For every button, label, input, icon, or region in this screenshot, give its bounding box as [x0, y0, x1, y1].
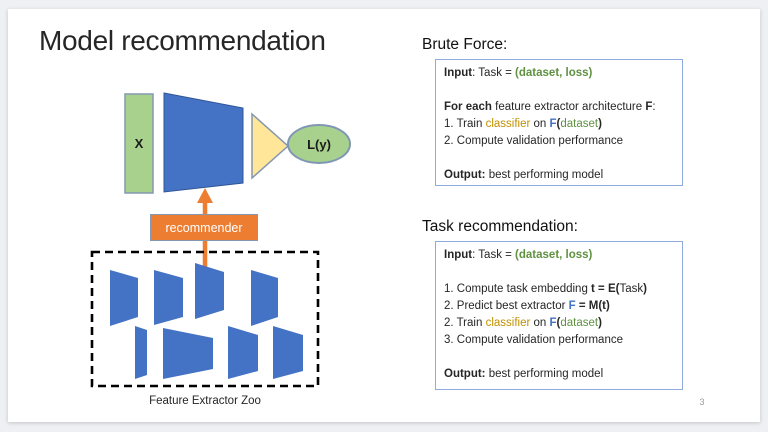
recommender-label: recommender: [165, 220, 243, 235]
zoo-extractor-4: [251, 270, 278, 326]
algorithm-line: [444, 349, 674, 366]
algorithm-line: 1. Compute task embedding t = E(Task): [444, 283, 647, 295]
algorithm-line: For each feature extractor architecture …: [444, 101, 656, 113]
algorithm-line: Input: Task = (dataset, loss): [444, 67, 593, 79]
model-diagram: [90, 92, 351, 388]
algorithm-line: 1. Train classifier on F(dataset): [444, 118, 602, 130]
input-label: X: [134, 136, 144, 151]
slide-title: Model recommendation: [39, 25, 326, 56]
zoo-extractor-7: [228, 326, 258, 379]
brute-force-section: Brute Force: Input: Task = (dataset, los…: [422, 36, 683, 186]
zoo-extractor-8: [273, 326, 303, 379]
algorithm-line: [444, 150, 674, 167]
algorithm-line: 2. Predict best extractor F = M(t): [444, 300, 610, 312]
task-recommendation-algorithm-box: Input: Task = (dataset, loss) 1. Compute…: [435, 241, 683, 390]
recommender-box: recommender: [150, 214, 258, 241]
classifier-triangle: [251, 112, 290, 180]
slide-page-number: 3: [699, 397, 705, 407]
loss-ellipse: [287, 124, 351, 164]
zoo-extractor-2: [154, 270, 183, 325]
input-rectangle: [124, 93, 154, 194]
algorithm-line: 2. Compute validation performance: [444, 135, 623, 147]
algorithm-line: Input: Task = (dataset, loss): [444, 249, 593, 261]
algorithm-line: 3. Compute validation performance: [444, 334, 623, 346]
task-recommendation-heading: Task recommendation:: [422, 218, 578, 235]
algorithm-line: 2. Train classifier on F(dataset): [444, 317, 602, 329]
task-recommendation-section: Task recommendation: Input: Task = (data…: [422, 218, 683, 390]
zoo-dashed-border: [90, 250, 320, 388]
zoo-extractor-3: [195, 263, 224, 319]
recommender-arrowhead: [197, 188, 213, 203]
algorithm-line: [444, 264, 674, 281]
zoo-caption: Feature Extractor Zoo: [149, 395, 261, 407]
feature-extractor-trapezoid: [163, 92, 244, 193]
brute-force-algorithm-box: Input: Task = (dataset, loss) For each f…: [435, 59, 683, 186]
zoo-extractor-1: [110, 270, 138, 326]
algorithm-line: Output: best performing model: [444, 368, 604, 380]
algorithm-line: [444, 82, 674, 99]
loss-label: L(y): [307, 136, 331, 152]
zoo-extractor-5: [135, 326, 147, 379]
algorithm-line: Output: best performing model: [444, 169, 604, 181]
brute-force-heading: Brute Force:: [422, 36, 508, 53]
zoo-extractor-6: [163, 328, 213, 379]
slide-canvas: Model recommendation: [8, 9, 760, 422]
